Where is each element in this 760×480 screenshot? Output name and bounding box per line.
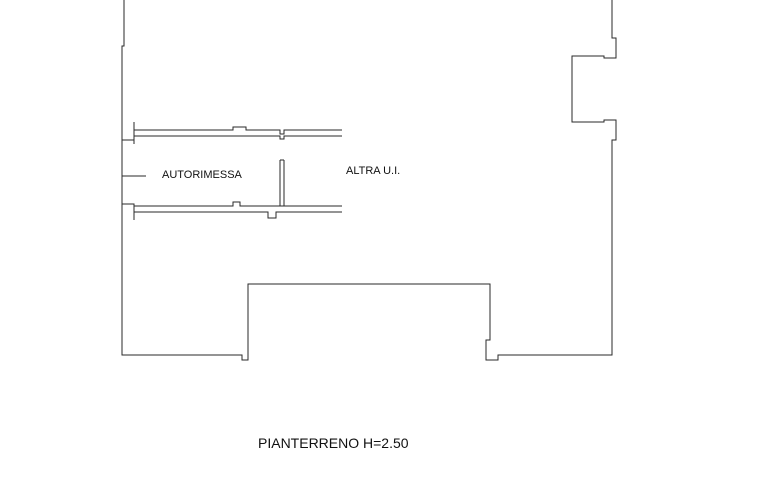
room-label-other-unit: ALTRA U.I.	[346, 165, 401, 177]
garage-wall-top	[133, 126, 342, 144]
floor-caption: PIANTERRENO H=2.50	[258, 435, 409, 451]
room-label-garage: AUTORIMESSA	[162, 169, 242, 181]
garage-partition	[279, 159, 285, 206]
garage-wall-bottom	[122, 201, 342, 220]
